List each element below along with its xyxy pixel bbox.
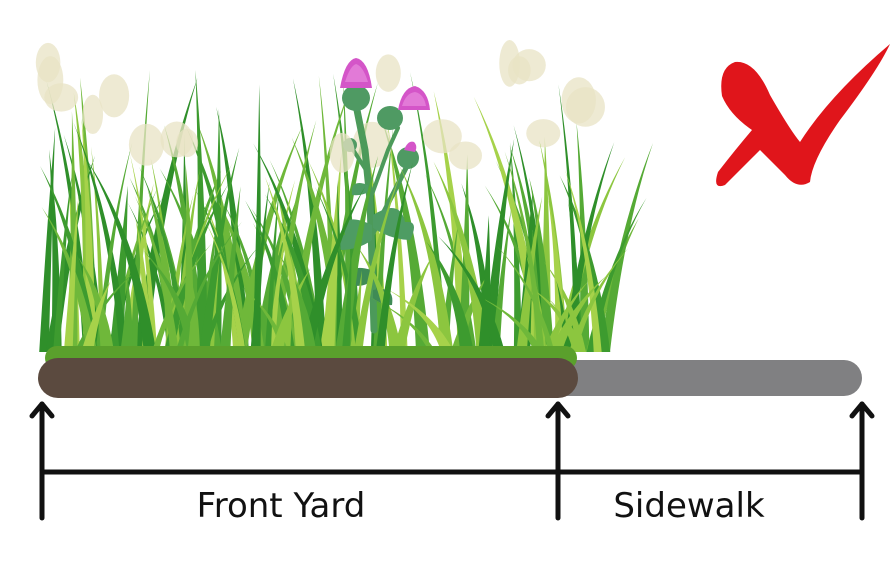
grass-blade <box>267 220 289 352</box>
grass-blade <box>558 84 581 352</box>
grass-blade <box>568 248 629 352</box>
grass-blade <box>130 154 158 352</box>
grass-seed-head <box>499 40 520 87</box>
grass-blade <box>559 175 611 352</box>
grass-blade <box>549 276 606 352</box>
grass-seed-head <box>375 54 401 92</box>
grass-seed-head <box>44 83 79 112</box>
grass-blade <box>491 207 512 352</box>
grass-seed-head <box>128 123 164 166</box>
front-yard-label: Front Yard <box>197 486 366 526</box>
grass-seed-head <box>82 94 104 135</box>
grass-blade <box>543 279 590 352</box>
grass-blade <box>87 159 157 352</box>
grass-seed-head <box>176 128 199 158</box>
grass-seed-head <box>35 42 61 83</box>
grass-blade <box>438 236 505 352</box>
grass-blade <box>478 215 491 352</box>
grass-blade <box>341 248 352 352</box>
grass-blade <box>151 242 213 352</box>
grass-blade <box>200 246 259 352</box>
grass-blade <box>516 196 543 352</box>
grass-foreground <box>40 40 629 352</box>
grass-blade <box>53 172 73 352</box>
soil-strip <box>38 358 578 398</box>
grass-blade <box>586 197 647 352</box>
grass-blade <box>529 286 585 352</box>
grass-blade <box>353 169 403 352</box>
grass-blade <box>264 194 323 352</box>
grass-seed-head <box>329 132 355 173</box>
arrow-middle-head <box>545 401 571 419</box>
grass-blade <box>426 241 474 352</box>
grass-blade <box>504 151 545 352</box>
grass-blade <box>433 91 470 352</box>
grass-blade <box>78 257 115 352</box>
grass-blade <box>356 244 402 352</box>
grass-blade <box>335 155 379 352</box>
grass-blade <box>253 214 285 352</box>
grass-blade <box>250 181 270 352</box>
grass-blade <box>215 196 265 352</box>
grass-blade <box>74 265 142 352</box>
grass-blade <box>199 147 240 352</box>
grass-blade <box>95 142 133 352</box>
grass-blade <box>564 169 602 352</box>
grass-blade <box>41 207 98 352</box>
grass-blade <box>399 165 454 352</box>
grass-blade <box>321 152 342 352</box>
grass-blade <box>81 118 97 353</box>
grass-seed-head <box>99 74 130 118</box>
grass-blade <box>216 106 249 352</box>
grass-blade <box>206 223 246 352</box>
grass-blade <box>496 245 555 352</box>
grass-blade <box>245 200 296 352</box>
grass-blade <box>386 112 408 352</box>
sidewalk-label: Sidewalk <box>613 486 765 526</box>
grass-blade <box>73 122 129 353</box>
arrow-right-head <box>849 401 875 419</box>
grass-blade <box>63 195 79 352</box>
arrow-left-head <box>29 401 55 419</box>
grass-blade <box>164 125 205 352</box>
grass-seed-head <box>448 141 483 170</box>
grass-blade <box>433 161 490 352</box>
grass-blade <box>204 202 242 352</box>
grass-blade <box>109 185 128 352</box>
grass-blade <box>543 261 587 352</box>
grass-blade <box>386 289 454 352</box>
grass-blade <box>529 177 554 352</box>
grass-blade <box>219 186 241 352</box>
sidewalk-strip <box>540 360 862 396</box>
grass-blade <box>392 253 434 352</box>
grass-blade <box>120 277 133 352</box>
grass-blade <box>264 183 280 352</box>
grass-blade <box>264 176 306 352</box>
grass-blade <box>270 268 311 352</box>
dimension-arrows <box>29 401 875 521</box>
grass-blade <box>292 78 327 353</box>
grass-blade <box>175 221 243 352</box>
grass-seed-head <box>526 119 561 148</box>
grass-seed-head <box>512 49 546 82</box>
grass-seed-head <box>565 87 605 127</box>
grass-blade <box>599 143 654 352</box>
grass-blade <box>81 281 111 352</box>
grass-seed-head <box>422 119 462 154</box>
x-mark-icon <box>716 44 890 187</box>
grass-blade <box>300 186 366 352</box>
grass-blade <box>375 162 413 352</box>
grass-blade <box>335 179 343 352</box>
grass-blade <box>187 278 200 352</box>
